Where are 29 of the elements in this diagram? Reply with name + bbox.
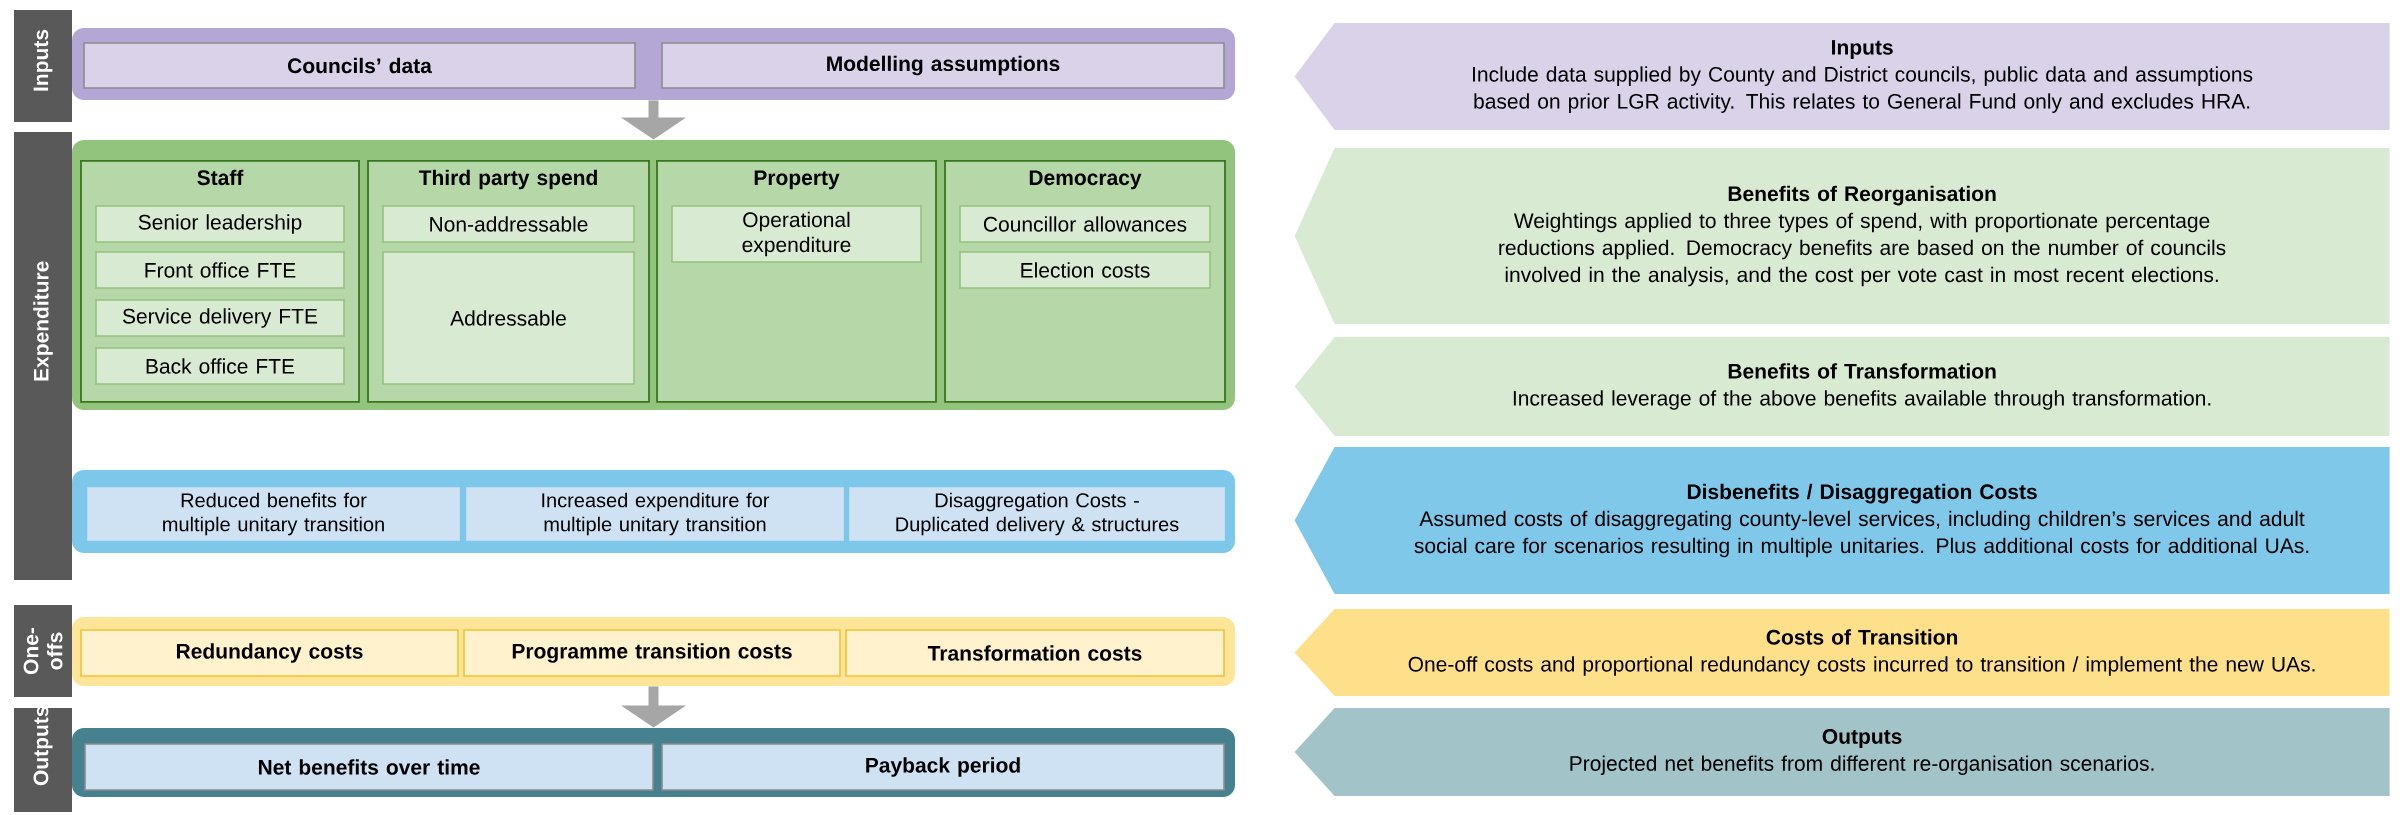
section-tab: Expenditure bbox=[14, 132, 72, 580]
description-banner: Inputs Include data supplied by County and District councils, public data and assumptions based on prior LGR activity. This relates to General Fund only and excludes HRA. bbox=[1294, 23, 2390, 130]
section-tab: One-offs bbox=[14, 605, 72, 697]
item-box: Election costs bbox=[959, 251, 1211, 289]
item-box: Senior leadership bbox=[95, 205, 345, 243]
description-banner: Costs of Transition One-off costs and proportional redundancy costs incurred to transition / implement the new UAs. bbox=[1294, 609, 2390, 696]
item-box: Net benefits over time bbox=[84, 743, 654, 791]
item-box: Modelling assumptions bbox=[661, 42, 1225, 89]
item-box: Addressable bbox=[382, 251, 635, 385]
item-box: Transformation costs bbox=[845, 629, 1225, 677]
item-box: Non-addressable bbox=[382, 205, 635, 243]
item-box: Disaggregation Costs - Duplicated delivery & structures bbox=[849, 487, 1225, 541]
item-box: Councillor allowances bbox=[959, 205, 1211, 243]
description-banner: Disbenefits / Disaggregation Costs Assumed costs of disaggregating county-level services, including children’s services and adult social care for scenarios resulting in multiple unitaries. Plus additional costs for additional UAs. bbox=[1294, 447, 2390, 594]
item-box: Service delivery FTE bbox=[95, 299, 345, 337]
section-tab: Inputs bbox=[14, 10, 72, 122]
item-box: Reduced benefits for multiple unitary transition bbox=[87, 487, 460, 541]
item-box: Increased expenditure for multiple unitary transition bbox=[466, 487, 844, 541]
description-banner: Benefits of Transformation Increased leverage of the above benefits available through transformation. bbox=[1294, 337, 2390, 436]
description-banner: Outputs Projected net benefits from different re-organisation scenarios. bbox=[1294, 708, 2390, 796]
item-box: Councils’ data bbox=[83, 42, 636, 89]
item-box: Programme transition costs bbox=[463, 629, 841, 677]
item-box: Back office FTE bbox=[95, 347, 345, 385]
item-box: Redundancy costs bbox=[80, 629, 459, 677]
item-box: Operational expenditure bbox=[671, 205, 922, 263]
section-tab: Outputs bbox=[14, 706, 72, 812]
description-banner: Benefits of Reorganisation Weightings applied to three types of spend, with proportionate percentage reductions applied. Democracy benefits are based on the number of councils involved in the analysis, and the cost per vote cast in most recent elections. bbox=[1294, 148, 2390, 324]
item-box: Front office FTE bbox=[95, 251, 345, 289]
item-box: Payback period bbox=[661, 743, 1225, 791]
